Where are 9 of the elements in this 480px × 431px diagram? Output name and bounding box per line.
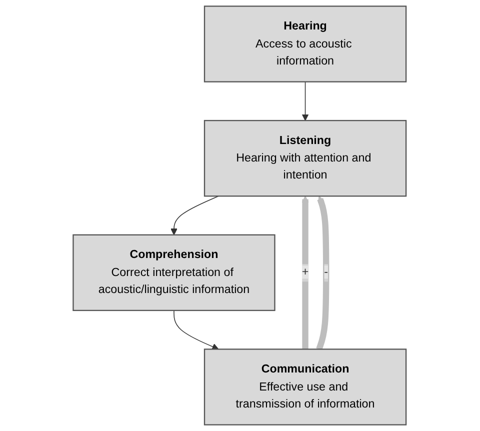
node-box: Hearing Access to acoustic information — [204, 6, 407, 82]
edge-label: + — [302, 265, 310, 279]
arrow — [170, 196, 220, 236]
node-box: Comprehension Correct interpretation of acoustic/linguistic information — [73, 234, 276, 312]
arrow — [302, 81, 310, 121]
edge-label: - — [324, 265, 328, 279]
node-box: Listening Hearing with attention and intention — [204, 120, 407, 197]
node-box: Communication Effective use and transmission of information — [204, 348, 407, 426]
arrow — [174, 310, 220, 350]
